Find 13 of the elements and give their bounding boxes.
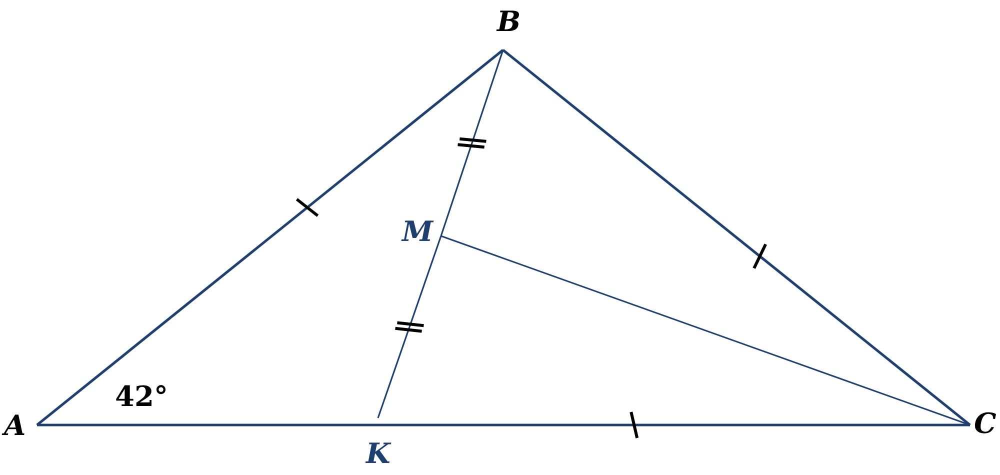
- angle-label: 42°: [115, 383, 168, 411]
- line-segment: [36, 48, 504, 426]
- line-segment: [378, 424, 970, 426]
- point-label: C: [974, 410, 996, 438]
- point-label: B: [497, 8, 521, 36]
- line-segment: [440, 50, 504, 236]
- line-segment: [377, 236, 442, 418]
- line-segment: [37, 424, 378, 426]
- point-label: M: [402, 218, 433, 246]
- point-label: K: [366, 440, 390, 468]
- point-label: A: [4, 412, 26, 440]
- line-segment: [440, 235, 970, 426]
- line-segment: [502, 48, 971, 426]
